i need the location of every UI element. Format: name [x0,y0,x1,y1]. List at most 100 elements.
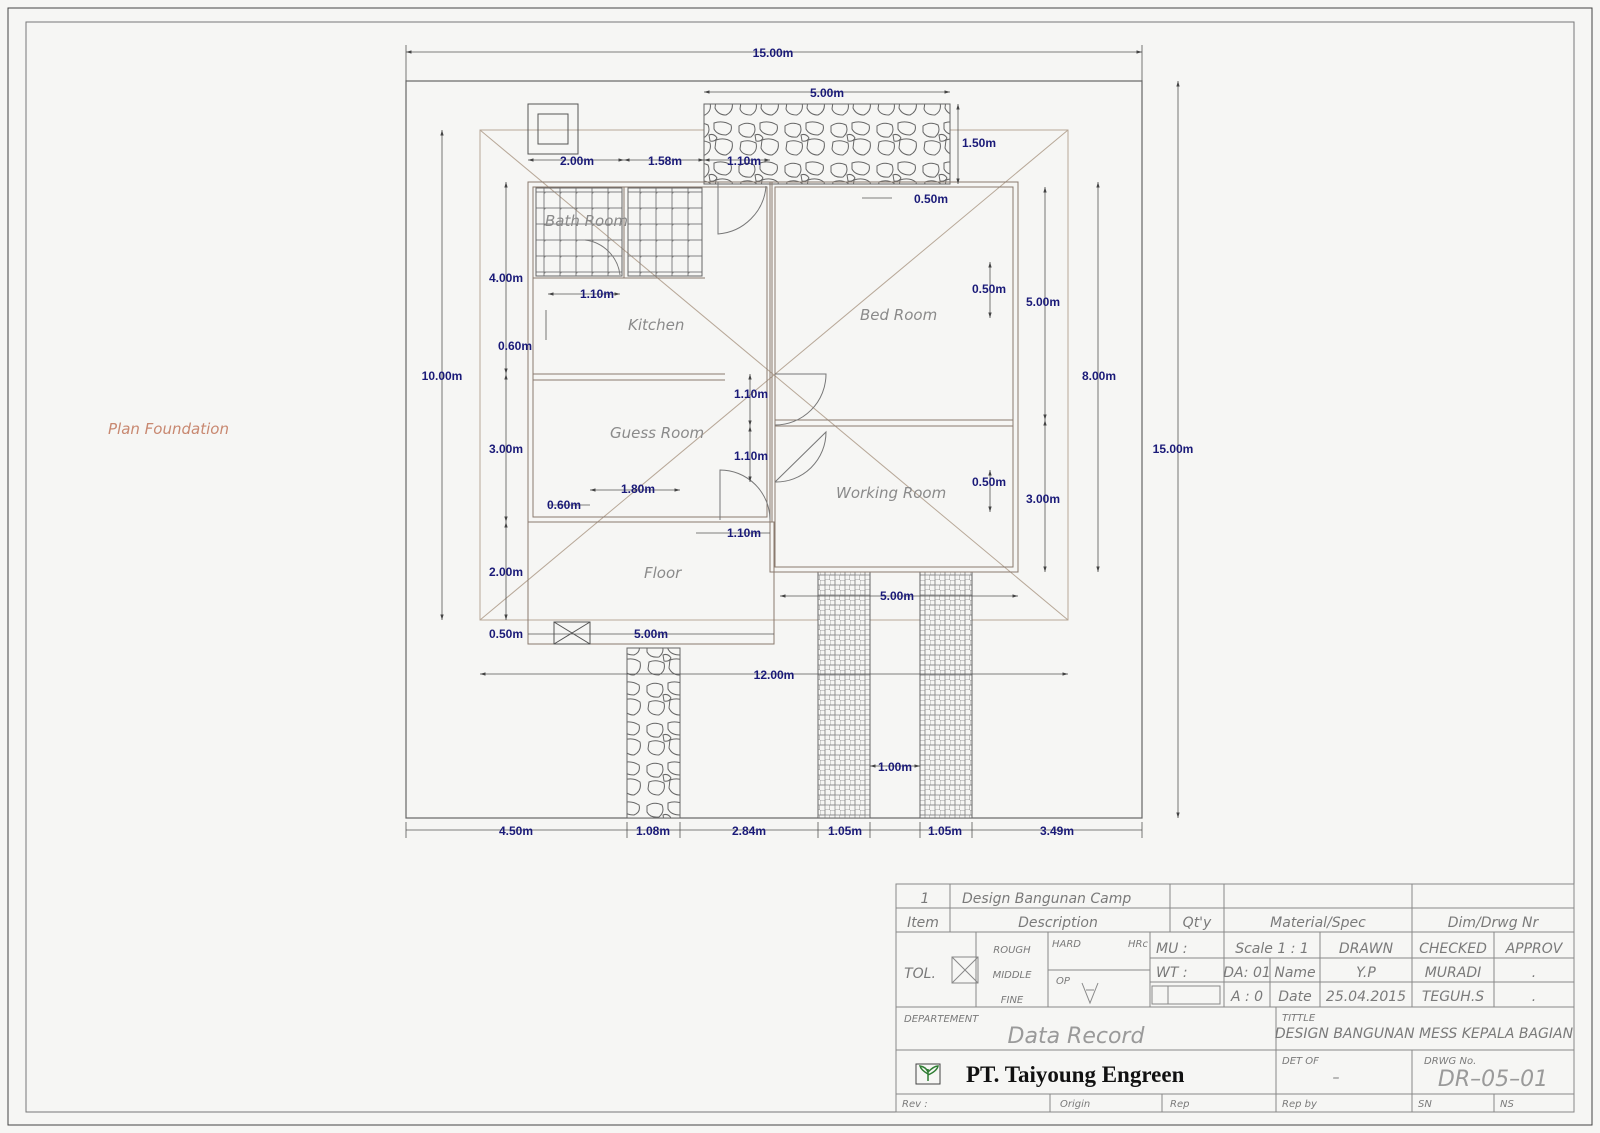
dim-bath-110: 1.10m [580,287,614,301]
tb-name: Name [1274,965,1315,981]
tb-sn: SN [1418,1099,1432,1110]
dim-guess-door-110: 1.10m [727,526,761,540]
dim-left-300: 3.00m [489,442,523,456]
tb-hdr-qty: Qt'y [1183,915,1212,931]
dim-work-050: 0.50m [972,475,1006,489]
tb-item-no: 1 [921,891,930,907]
room-label-working: Working Room [836,484,946,502]
dim-guess-060: 0.60m [547,498,581,512]
dim-top-overall: 15.00m [753,46,794,60]
dim-front-500: 5.00m [634,627,668,641]
dim-bot-105a: 1.05m [828,824,862,838]
tb-det-value: – [1333,1070,1340,1086]
tb-mu: MU : [1156,941,1188,957]
dim-mid-110a: 1.10m [734,387,768,401]
dim-overall-1200: 12.00m [754,668,795,682]
tb-approv: APPROV [1505,941,1564,957]
dim-bed-500: 5.00m [1026,295,1060,309]
dim-bot-108: 1.08m [636,824,670,838]
tb-dept-label: DEPARTEMENT [904,1014,979,1025]
site-boundary [405,80,1143,819]
dim-top-110: 1.10m [727,154,761,168]
tb-fine: FINE [1001,995,1024,1006]
room-label-floor: Floor [644,564,682,582]
tb-drawn-date: 25.04.2015 [1326,989,1406,1005]
room-label-bed: Bed Room [860,306,937,324]
tb-drwg-label: DRWG No. [1424,1056,1476,1067]
dim-path-100: 1.00m [878,760,912,774]
bathroom-tile-right [627,187,703,277]
floor-drain [553,621,591,645]
tb-scale: Scale 1 : 1 [1235,941,1309,957]
dim-top-150: 1.50m [962,136,996,150]
sheet-frame [7,7,1593,1126]
room-label-guess: Guess Room [610,424,704,442]
dim-left-1000: 10.00m [422,369,463,383]
dim-top-2: 2.00m [560,154,594,168]
dim-bot-105b: 1.05m [928,824,962,838]
tb-approv-date: . [1532,989,1536,1005]
tb-da: DA: 01 [1223,965,1271,981]
paver-walk-left [817,571,871,819]
dimension-labels: 15.00m 5.00m 2.00m 1.58m 1.10m 1.50m 0.5… [422,46,1194,838]
dim-left-050: 0.50m [489,627,523,641]
dim-bot-284: 2.84m [732,824,766,838]
stone-patio-top [703,103,951,185]
tb-hrc: HRc [1128,939,1148,950]
tb-tol: TOL. [904,966,936,982]
room-label-kitchen: Kitchen [628,316,684,334]
tb-item-desc: Design Bangunan Camp [962,891,1131,907]
tb-company: PT. Taiyoung Engreen [966,1062,1185,1087]
septic-box [527,103,579,155]
stone-path-front [626,647,681,819]
tb-checked-name: MURADI [1425,965,1482,981]
title-block-text: 1 Design Bangunan Camp Item Description … [902,891,1574,1110]
dim-bot-450: 4.50m [499,824,533,838]
tb-rev: Rev : [902,1099,928,1110]
tb-rep: Rep [1170,1099,1189,1110]
tb-drwg-value: DR–05–01 [1438,1067,1548,1092]
tb-drawn: DRAWN [1339,941,1394,957]
tb-checked: CHECKED [1419,941,1487,957]
tb-middle: MIDDLE [993,970,1033,981]
tb-origin: Origin [1060,1099,1090,1110]
door-swings [584,182,827,521]
tb-hdr-desc: Description [1018,915,1098,931]
tb-op: OP [1056,976,1071,987]
tb-date: Date [1278,989,1311,1005]
paver-walk-right [919,571,973,819]
tb-a0: A : 0 [1230,989,1263,1005]
dimension-lines [405,45,1180,838]
tb-approv-name: . [1532,965,1536,981]
dim-bed-050: 0.50m [914,192,948,206]
tb-wt: WT : [1156,965,1188,981]
dim-work-300: 3.00m [1026,492,1060,506]
dim-path-500: 5.00m [880,589,914,603]
dim-guess-180: 1.80m [621,482,655,496]
dim-bot-349: 3.49m [1040,824,1074,838]
dim-mid-110b: 1.10m [734,449,768,463]
dim-left-400: 4.00m [489,271,523,285]
dim-right-800: 8.00m [1082,369,1116,383]
plan-foundation-label: Plan Foundation [108,420,229,438]
tb-rough: ROUGH [993,945,1031,956]
dim-right-1500: 15.00m [1153,442,1194,456]
dim-kitchen-060: 0.60m [498,339,532,353]
tb-hard: HARD [1052,939,1081,950]
bathroom-tile-left [535,187,623,277]
tb-hdr-dim: Dim/Drwg Nr [1448,915,1540,931]
room-label-bath: Bath Room [545,212,628,230]
dim-top-stone: 5.00m [810,86,844,100]
tb-hdr-item: Item [907,915,939,931]
dim-bed-050b: 0.50m [972,282,1006,296]
tb-title-label: TITTLE [1282,1013,1316,1024]
tb-rep-by: Rep by [1282,1099,1318,1110]
tb-hdr-mat: Material/Spec [1270,915,1366,931]
tb-checked-date: TEGUH.S [1422,989,1484,1005]
dim-left-200: 2.00m [489,565,523,579]
tb-dept-value: Data Record [1008,1024,1146,1049]
title-block [895,883,1575,1113]
tb-drawn-name: Y.P [1356,965,1376,981]
